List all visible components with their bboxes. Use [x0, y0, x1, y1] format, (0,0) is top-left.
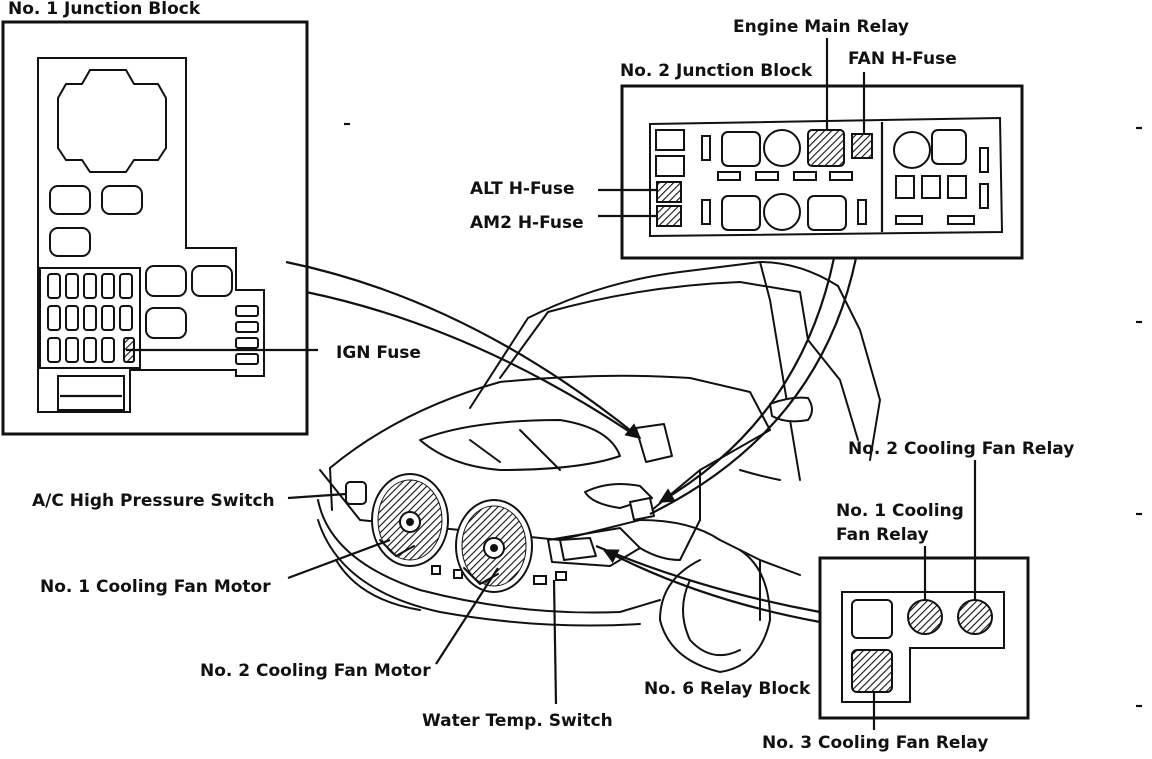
cooling-fan-relay-2-marker	[957, 599, 993, 635]
ign-fuse-grid	[47, 273, 135, 363]
cooling-fan-relay-3-marker	[851, 649, 893, 693]
alt-h-fuse-marker	[656, 181, 682, 203]
label-cooling-fan-relay-1-line2: Fan Relay	[836, 525, 929, 545]
label-alt-h-fuse: ALT H-Fuse	[470, 179, 575, 199]
label-junction-block-1: No. 1 Junction Block	[8, 0, 201, 19]
junction-block-1	[1, 20, 309, 436]
cooling-fan-relay-1-marker	[907, 599, 943, 635]
label-cooling-fan-motor-2: No. 2 Cooling Fan Motor	[200, 661, 431, 681]
label-ac-high-pressure-switch: A/C High Pressure Switch	[32, 491, 275, 511]
label-relay-block-6: No. 6 Relay Block	[644, 679, 811, 699]
fan-h-fuse-marker	[851, 133, 873, 159]
cooling-fan-2-drawing	[455, 499, 533, 593]
leader-lines	[126, 38, 977, 730]
junction-block-2	[620, 84, 1024, 260]
label-fan-h-fuse: FAN H-Fuse	[848, 49, 957, 69]
label-cooling-fan-relay-1-line1: No. 1 Cooling	[836, 501, 964, 521]
label-am2-h-fuse: AM2 H-Fuse	[470, 213, 584, 233]
scan-marks	[344, 122, 1142, 708]
car-illustration	[317, 261, 881, 673]
label-cooling-fan-relay-3: No. 3 Cooling Fan Relay	[762, 733, 988, 753]
label-cooling-fan-relay-2: No. 2 Cooling Fan Relay	[848, 439, 1074, 459]
cooling-fan-1-drawing	[371, 473, 449, 567]
label-engine-main-relay: Engine Main Relay	[733, 17, 909, 37]
label-ign-fuse: IGN Fuse	[336, 343, 421, 363]
label-cooling-fan-motor-1: No. 1 Cooling Fan Motor	[40, 577, 271, 597]
label-junction-block-2: No. 2 Junction Block	[620, 61, 813, 81]
labels: No. 1 Junction Block Engine Main Relay F…	[8, 0, 1074, 753]
am2-h-fuse-marker	[656, 205, 682, 227]
engine-main-relay-marker	[807, 129, 845, 167]
label-water-temp-switch: Water Temp. Switch	[422, 711, 613, 731]
